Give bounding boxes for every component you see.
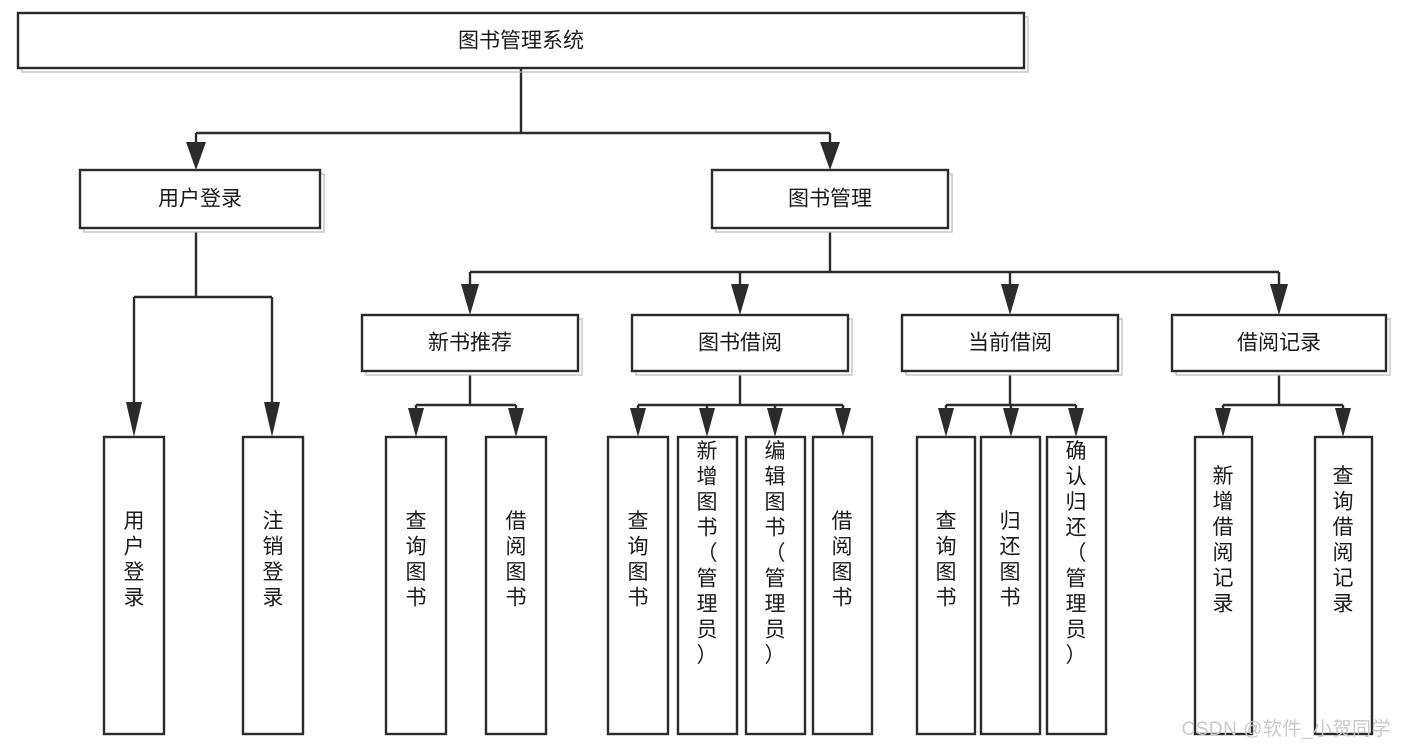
node-leaf4-box xyxy=(484,435,548,736)
node-login[interactable]: 用户登录 xyxy=(78,168,325,233)
csdn-watermark: CSDN @软件_小贺同学 xyxy=(1181,719,1391,740)
node-leaf9-box xyxy=(915,435,977,736)
node-leaf11[interactable]: 确认归还（管理员） xyxy=(1045,435,1108,736)
node-leaf1-box xyxy=(102,435,166,736)
node-leaf10-label: 归还图书 xyxy=(1000,510,1021,610)
node-records-label: 借阅记录 xyxy=(1237,332,1321,355)
arrow-head-leaf12 xyxy=(1215,408,1231,437)
node-root-label: 图书管理系统 xyxy=(458,30,584,53)
node-leaf8-box xyxy=(811,435,874,736)
node-leaf1-label: 用户登录 xyxy=(124,510,145,610)
node-leaf6[interactable]: 新增图书（管理员） xyxy=(676,435,739,736)
node-borrow-label: 图书借阅 xyxy=(698,332,782,355)
node-leaf9[interactable]: 查询图书 xyxy=(915,435,977,736)
node-leaf4[interactable]: 借阅图书 xyxy=(484,435,548,736)
node-leaf12-label: 新增借阅记录 xyxy=(1213,465,1234,616)
arrow-head-login xyxy=(186,142,206,170)
arrow-head-leaf1 xyxy=(126,402,142,437)
arrow-head-leaf10 xyxy=(1003,408,1019,437)
node-bookmgmt-label: 图书管理 xyxy=(788,188,872,211)
arrow-head-records xyxy=(1270,284,1288,315)
node-current-box xyxy=(900,313,1120,373)
node-current-label: 当前借阅 xyxy=(968,332,1052,355)
node-leaf3-box xyxy=(384,435,448,736)
arrow-head-borrow xyxy=(731,284,749,315)
node-leaf8[interactable]: 借阅图书 xyxy=(811,435,874,736)
arrow-head-leaf4 xyxy=(508,408,524,437)
arrow-head-newbook xyxy=(461,284,479,315)
node-leaf5-label: 查询图书 xyxy=(628,510,649,610)
node-leaf6-label: 新增图书（管理员） xyxy=(697,440,718,667)
node-bookmgmt-box xyxy=(710,168,950,230)
node-newbook[interactable]: 新书推荐 xyxy=(360,313,583,376)
node-login-label: 用户登录 xyxy=(158,188,242,211)
node-login-box xyxy=(78,168,322,230)
node-borrow[interactable]: 图书借阅 xyxy=(630,313,853,376)
arrow-head-leaf6 xyxy=(699,408,715,437)
arrow-head-leaf8 xyxy=(835,408,851,437)
node-leaf12[interactable]: 新增借阅记录 xyxy=(1193,435,1254,736)
node-leaf13-box xyxy=(1313,435,1374,736)
node-leaf9-label: 查询图书 xyxy=(936,510,957,610)
node-leaf4-label: 借阅图书 xyxy=(506,510,527,610)
node-records[interactable]: 借阅记录 xyxy=(1170,313,1391,376)
arrow-head-leaf13 xyxy=(1335,408,1351,437)
arrow-head-current xyxy=(1001,284,1019,315)
leaf-nodes-layer: 用户登录 注销登录 查询图书 借阅图书 查询图书 新增图书（管理员） xyxy=(102,435,1374,736)
arrow-head-leaf9 xyxy=(938,408,954,437)
node-leaf3[interactable]: 查询图书 xyxy=(384,435,448,736)
node-leaf2-label: 注销登录 xyxy=(263,510,284,610)
node-leaf5[interactable]: 查询图书 xyxy=(606,435,670,736)
node-leaf7-label: 编辑图书（管理员） xyxy=(765,440,786,667)
node-leaf11-label: 确认归还（管理员） xyxy=(1066,440,1087,667)
arrow-head-leaf5 xyxy=(630,408,646,437)
node-leaf7[interactable]: 编辑图书（管理员） xyxy=(744,435,807,736)
node-leaf2[interactable]: 注销登录 xyxy=(241,435,305,736)
node-newbook-label: 新书推荐 xyxy=(428,332,512,355)
node-leaf3-label: 查询图书 xyxy=(406,510,427,610)
node-leaf12-box xyxy=(1193,435,1254,736)
node-bookmgmt[interactable]: 图书管理 xyxy=(710,168,953,233)
node-leaf13-label: 查询借阅记录 xyxy=(1333,465,1354,616)
connector-layer xyxy=(126,68,1351,437)
arrow-head-leaf2 xyxy=(264,402,280,437)
node-root-box xyxy=(16,11,1026,70)
arrow-head-leaf7 xyxy=(767,408,783,437)
node-borrow-box xyxy=(630,313,850,373)
node-leaf1[interactable]: 用户登录 xyxy=(102,435,166,736)
arrow-head-bookmgmt xyxy=(820,142,840,170)
arrow-head-leaf11 xyxy=(1068,408,1084,437)
node-leaf2-box xyxy=(241,435,305,736)
node-leaf7-box xyxy=(744,435,807,736)
node-leaf5-box xyxy=(606,435,670,736)
node-leaf10[interactable]: 归还图书 xyxy=(979,435,1042,736)
node-newbook-box xyxy=(360,313,580,373)
node-root[interactable]: 图书管理系统 xyxy=(16,11,1029,73)
node-leaf6-box xyxy=(676,435,739,736)
node-leaf10-box xyxy=(979,435,1042,736)
node-leaf13[interactable]: 查询借阅记录 xyxy=(1313,435,1374,736)
node-records-box xyxy=(1170,313,1388,373)
node-leaf8-label: 借阅图书 xyxy=(832,510,853,610)
arrow-head-leaf3 xyxy=(408,408,424,437)
node-current[interactable]: 当前借阅 xyxy=(900,313,1123,376)
node-leaf11-box xyxy=(1045,435,1108,736)
